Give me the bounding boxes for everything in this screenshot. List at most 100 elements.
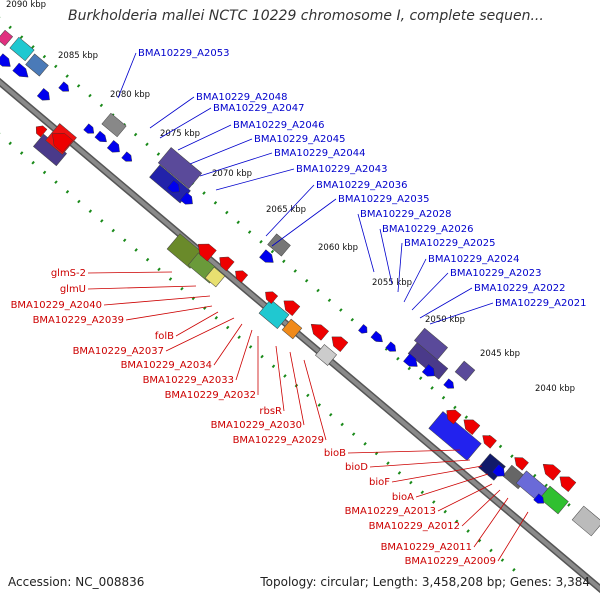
reverse-leader-line (473, 497, 509, 548)
reverse-gene-label: folB (155, 331, 174, 342)
reverse-gene-label: bioF (369, 477, 390, 488)
reverse-leader-line (303, 359, 327, 441)
forward-leader-line (429, 302, 494, 325)
forward-gene-label: BMA10229_A2025 (404, 238, 495, 249)
reverse-leader-line (347, 449, 461, 454)
forward-gene-label: BMA10229_A2043 (296, 164, 387, 175)
feature-block (571, 505, 600, 537)
reverse-gene-arrow (52, 133, 74, 153)
forward-gene-label: BMA10229_A2028 (360, 209, 451, 220)
reverse-gene-label: BMA10229_A2011 (381, 542, 472, 553)
forward-leader-line (117, 52, 137, 99)
scale-label: 2065 kbp (266, 205, 306, 215)
reverse-gene-label: BMA10229_A2037 (73, 346, 164, 357)
forward-leader-line (189, 138, 253, 165)
scale-label: 2050 kbp (425, 315, 465, 325)
feature-block (157, 147, 203, 189)
forward-gene-label: BMA10229_A2023 (450, 268, 541, 279)
reverse-gene-label: BMA10229_A2039 (33, 315, 124, 326)
forward-gene-arrow (83, 123, 95, 134)
forward-gene-label: BMA10229_A2047 (213, 103, 304, 114)
reverse-leader-line (125, 305, 213, 321)
reverse-gene-label: BMA10229_A2034 (121, 360, 212, 371)
reverse-genes (35, 125, 577, 493)
backbone-line (0, 79, 600, 592)
forward-gene-label: BMA10229_A2036 (316, 180, 407, 191)
scale-label: 2060 kbp (318, 243, 358, 253)
reverse-gene-arrow (235, 270, 249, 283)
forward-gene-arrow (36, 88, 50, 101)
forward-gene-arrow (370, 330, 383, 343)
forward-leader-line (403, 258, 427, 303)
forward-gene-arrow (385, 341, 397, 352)
reverse-gene-label: bioB (324, 448, 346, 459)
reverse-gene-arrow (35, 125, 48, 138)
reverse-gene-label: BMA10229_A2032 (165, 390, 256, 401)
reverse-gene-arrow (463, 419, 481, 436)
reverse-leader-line (391, 465, 483, 483)
scale-label: 2085 kbp (58, 51, 98, 61)
reverse-leader-line (437, 483, 493, 512)
scale-label: 2080 kbp (110, 90, 150, 100)
feature-block (267, 233, 291, 257)
forward-gene-arrow (106, 140, 120, 153)
reverse-gene-label: BMA10229_A2030 (211, 420, 302, 431)
forward-leader-line (149, 96, 195, 129)
reverse-gene-label: BMA10229_A2009 (405, 556, 496, 567)
reverse-gene-label: bioD (345, 462, 368, 473)
forward-leader-line (215, 168, 295, 191)
reverse-gene-arrow (559, 476, 577, 493)
feature-block (407, 342, 449, 380)
reverse-leader-line (175, 311, 219, 337)
forward-leader-line (419, 287, 473, 319)
reverse-gene-arrow (542, 463, 562, 481)
map-title: Burkholderia mallei NCTC 10229 chromosom… (68, 8, 544, 24)
forward-gene-arrow (533, 493, 545, 504)
forward-leader-line (271, 198, 337, 247)
reverse-leader-line (213, 323, 243, 366)
feature-block (9, 36, 35, 62)
forward-gene-arrow (121, 151, 133, 162)
tick-layer (0, 16, 600, 577)
forward-leader-line (265, 184, 315, 237)
forward-leader-line (379, 228, 393, 285)
reverse-leader-line (461, 489, 501, 527)
feature-block (454, 360, 476, 382)
forward-gene-arrow (491, 464, 505, 477)
reverse-gene-label: rbsR (259, 406, 282, 417)
scale-label: 2090 kbp (6, 0, 46, 10)
forward-gene-label: BMA10229_A2045 (254, 134, 345, 145)
feature-block (281, 318, 303, 340)
reverse-gene-label: BMA10229_A2040 (11, 300, 102, 311)
forward-gene-arrow (166, 180, 180, 193)
forward-gene-label: BMA10229_A2053 (138, 48, 229, 59)
reverse-gene-label: bioA (392, 492, 414, 503)
scale-label: 2045 kbp (480, 349, 520, 359)
feature-block (428, 411, 482, 461)
reverse-gene-label: glmS-2 (51, 268, 86, 279)
feature-blocks (0, 29, 600, 537)
reverse-gene-arrow (265, 291, 279, 304)
reverse-gene-arrow (446, 409, 462, 425)
reverse-gene-arrow (514, 457, 529, 471)
reverse-leader-line (235, 329, 253, 381)
scale-label: 2070 kbp (212, 169, 252, 179)
feature-block (204, 266, 226, 288)
forward-gene-arrow (0, 53, 11, 67)
reverse-leader-line (275, 345, 285, 412)
reverse-gene-arrow (482, 435, 497, 449)
forward-gene-arrow (403, 353, 418, 367)
reverse-leader-line (103, 295, 211, 306)
reverse-leader-line (165, 317, 235, 352)
scale-label: 2075 kbp (160, 129, 200, 139)
feature-block (315, 344, 337, 366)
scale-label: 2040 kbp (535, 384, 575, 394)
feature-block (0, 29, 14, 47)
reverse-gene-label: BMA10229_A2033 (143, 375, 234, 386)
reverse-gene-label: glmU (60, 284, 86, 295)
accession-text: Accession: NC_008836 (8, 575, 145, 589)
forward-leader-line (199, 152, 273, 177)
gene-labels: BMA10229_A2053BMA10229_A2048BMA10229_A20… (11, 48, 587, 567)
forward-leader-line (159, 107, 212, 139)
